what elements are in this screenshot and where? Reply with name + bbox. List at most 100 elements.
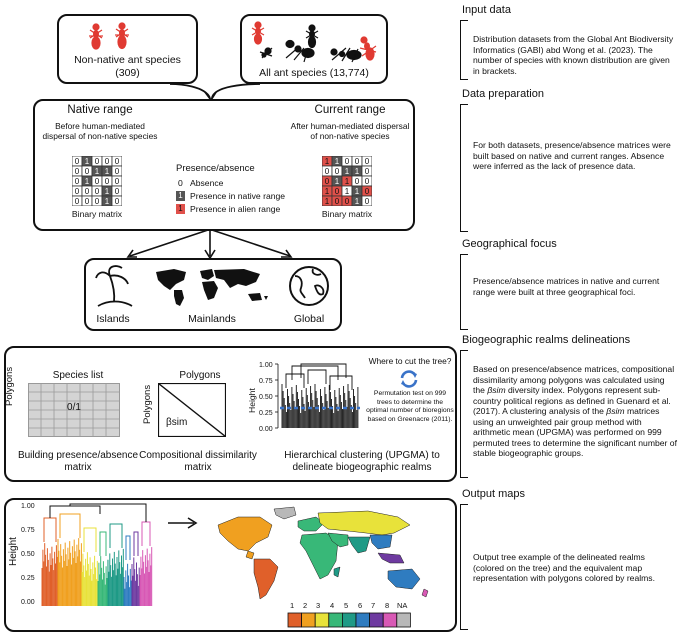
data-prep-text: For both datasets, presence/absence matr…: [473, 140, 671, 171]
matrix-cell-value: 0: [95, 157, 100, 166]
matrix-cell-value: 1: [355, 197, 360, 206]
realm-label-3: 3: [316, 601, 321, 610]
red-ants-icon: [89, 22, 129, 50]
out-dendro-root: [69, 503, 147, 522]
out-tick-3: 0.50: [21, 551, 35, 558]
species-grid-value: 0/1: [67, 402, 81, 413]
data-prep-bracket: [460, 104, 468, 232]
realm-world-map: [217, 506, 429, 600]
matrix-cell-value: 0: [105, 177, 110, 186]
species-grid: [28, 383, 120, 437]
palm-island-icon: [95, 265, 133, 307]
output-text: Output tree example of the delineated re…: [473, 552, 655, 583]
small-tick-3: 0.50: [259, 394, 273, 401]
realm-label-8: 8: [385, 601, 390, 610]
realm-label-2: 2: [303, 601, 308, 610]
realms-title: Biogeographic realms delineations: [462, 334, 631, 346]
new-zealand-region: [421, 588, 429, 598]
matrix-cell-value: 1: [85, 177, 90, 186]
legend-alien-swatch: 1: [176, 204, 185, 214]
matrix-cell-value: 0: [345, 197, 350, 206]
realm-legend-labels: 1 2 3 4 5 6 7 8 NA: [287, 601, 411, 611]
matrix-cell-value: 0: [365, 187, 370, 196]
hier-label: Hierarchical clustering (UPGMA) to delin…: [284, 450, 440, 473]
out-dendro-branch: [99, 531, 107, 556]
world-map-icon: [156, 269, 268, 306]
matrix-cell-value: 0: [345, 157, 350, 166]
realm-swatch: [382, 612, 398, 628]
matrix-cell-value: 0: [355, 157, 360, 166]
matrix-cell-value: 1: [355, 167, 360, 176]
matrix-cell: [111, 195, 122, 206]
dendro-branch: [300, 363, 347, 378]
matrix-cell-value: 0: [85, 187, 90, 196]
input-data-bracket: [460, 20, 468, 80]
small-tick-2: 0.75: [259, 378, 273, 385]
dendro-branch: [307, 369, 327, 384]
species-list-label: Species list: [52, 370, 104, 381]
matrix-cell: [361, 195, 372, 206]
matrix-cell-value: 0: [115, 177, 120, 186]
matrix-cell-value: 0: [75, 187, 80, 196]
small-height-axis: Height: [247, 388, 257, 413]
output-arrow: [168, 517, 198, 529]
matrix-cell-value: 1: [105, 167, 110, 176]
small-tick-1: 1.00: [259, 362, 273, 369]
matrix-cell-value: 0: [365, 197, 370, 206]
matrix-cell-value: 1: [85, 157, 90, 166]
realm-swatch: [301, 612, 316, 628]
legend-native-swatch: 1: [176, 191, 185, 201]
all-species-label: All ant species (13,774): [259, 67, 369, 79]
matrix-cell-value: 0: [335, 197, 340, 206]
matrix-cell-value: 1: [345, 177, 350, 186]
matrix-cell-value: 1: [335, 177, 340, 186]
out-tick-2: 0.75: [21, 527, 35, 534]
australia-region: [387, 568, 421, 590]
realm-label-na: NA: [397, 601, 408, 610]
realm-label-1: 1: [290, 601, 295, 610]
realm-swatch: [396, 612, 411, 628]
out-tick-1: 1.00: [21, 503, 35, 510]
realms-text-part3: matrices using an unweighted pair group …: [473, 406, 677, 458]
perm-text: Permutation test on 999 trees to determi…: [366, 390, 454, 423]
building-label: Building presence/absence matrix: [17, 450, 139, 473]
mainlands-label: Mainlands: [188, 313, 236, 325]
out-dendro-branch: [125, 535, 131, 560]
realms-text-part1: Based on presence/absence matrices, comp…: [473, 364, 675, 395]
current-range-title: Current range: [314, 104, 386, 116]
polygons-axis-2: Polygons: [142, 384, 153, 424]
native-range-title: Native range: [67, 104, 133, 116]
realms-text: Based on presence/absence matrices, comp…: [473, 364, 678, 459]
matrix-cell-value: 0: [335, 167, 340, 176]
beta-sim-label: βsim: [166, 417, 188, 428]
legend-absence: Absence: [190, 178, 224, 188]
matrix-cell-value: 0: [75, 157, 80, 166]
geo-bracket: [460, 254, 468, 330]
southeast-asia-region: [377, 552, 405, 564]
refresh-cycle-icon: [400, 370, 418, 388]
realm-swatch: [369, 612, 384, 628]
matrix-cell-value: 1: [335, 157, 340, 166]
current-matrix-label: Binary matrix: [321, 209, 373, 219]
matrix-cell-value: 1: [325, 157, 330, 166]
geo-title: Geographical focus: [462, 238, 557, 250]
realm-label-4: 4: [330, 601, 335, 610]
polygons-axis-1: Polygons: [4, 366, 15, 406]
matrix-cell-value: 1: [355, 187, 360, 196]
matrix-cell-value: 0: [335, 187, 340, 196]
matrix-cell-value: 1: [105, 197, 110, 206]
matrix-cell-value: 1: [105, 187, 110, 196]
matrix-cell-value: 0: [115, 157, 120, 166]
legend-zero: 0: [178, 178, 183, 188]
south-america-region: [253, 558, 279, 600]
dendro-branch: [285, 373, 305, 388]
matrix-cell-value: 0: [325, 167, 330, 176]
north-asia-region: [317, 510, 411, 536]
legend-native: Presence in native range: [190, 191, 286, 201]
legend-alien-one: 1: [178, 204, 183, 213]
data-prep-title: Data preparation: [462, 88, 544, 100]
realms-bracket: [460, 350, 468, 478]
dendro-branch: [291, 365, 339, 380]
dissimilarity-matrix: [158, 383, 226, 437]
